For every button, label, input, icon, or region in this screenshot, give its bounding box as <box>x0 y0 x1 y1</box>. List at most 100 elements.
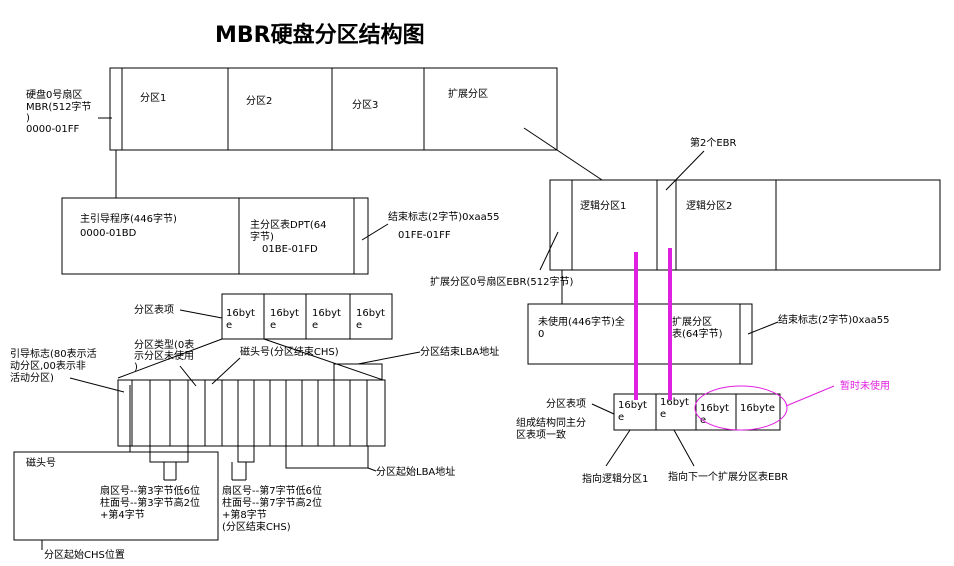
entry-expand-line-left <box>117 338 223 379</box>
svg-text:e: e <box>356 320 362 331</box>
ext-ebr-connector <box>539 231 559 271</box>
end-chs-detail: 扇区号--第7字节低6位 柱面号--第7字节高2位 +第8字节 (分区结束CHS… <box>222 484 322 533</box>
extended-partition-label: 扩展分区 <box>448 87 488 100</box>
svg-text:未使用(446字节)全: 未使用(446字节)全 <box>538 315 625 328</box>
start-lba-bracket <box>285 446 377 472</box>
logical-partition-2-label: 逻辑分区2 <box>686 199 732 212</box>
start-chs-bracket <box>149 446 189 481</box>
ebr-table-label-connector <box>591 403 615 415</box>
ebr-entry-1: 16byt e <box>618 400 647 423</box>
svg-text:16byt: 16byt <box>700 403 729 414</box>
extended-partition-connector <box>523 127 603 181</box>
svg-text:区表项一致: 区表项一致 <box>516 428 566 441</box>
unused-note: 暂时未使用 <box>840 379 890 392</box>
svg-text:扇区号--第7字节低6位: 扇区号--第7字节低6位 <box>222 484 322 497</box>
svg-text:分区类型(0表: 分区类型(0表 <box>134 338 194 351</box>
svg-text:16byt: 16byt <box>660 397 689 408</box>
entry-3: 16byt e <box>312 308 341 331</box>
svg-text:0: 0 <box>538 329 544 340</box>
start-chs-box <box>13 451 219 541</box>
boot-code-label: 主引导程序(446字节) 0000-01BD <box>80 212 177 239</box>
svg-text:(分区结束CHS): (分区结束CHS) <box>222 520 291 533</box>
ebr-entry-2: 16byt e <box>660 397 689 420</box>
svg-text:主分区表DPT(64: 主分区表DPT(64 <box>250 218 326 231</box>
svg-text:扩展分区: 扩展分区 <box>672 315 712 328</box>
svg-text:e: e <box>312 320 318 331</box>
boot-flag-label: 引导标志(80表示活 动分区,00表示非 活动分区) <box>10 347 97 384</box>
mbr-sector-label: 硬盘0号扇区 MBR(512字节 ) 0000-01FF <box>26 88 91 135</box>
svg-text:引导标志(80表示活: 引导标志(80表示活 <box>10 347 97 360</box>
pointer-logical-1-label: 指向逻辑分区1 <box>582 472 648 485</box>
end-chs-bracket <box>231 446 255 481</box>
ebr-table-label-text: 分区表项 <box>546 397 586 410</box>
svg-text:0000-01BD: 0000-01BD <box>80 228 137 239</box>
svg-text:+第8字节: +第8字节 <box>222 508 267 521</box>
svg-text:结束标志(2字节)0xaa55: 结束标志(2字节)0xaa55 <box>388 210 499 223</box>
pointer-next-ebr-label: 指向下一个扩展分区表EBR <box>668 470 788 483</box>
svg-text:+第4字节: +第4字节 <box>100 508 145 521</box>
second-ebr-label: 第2个EBR <box>690 136 737 149</box>
ebr-table-label: 扩展分区 表(64字节) <box>672 315 723 340</box>
entry-byte-strip <box>117 379 386 447</box>
extended-disk-bar <box>549 179 941 271</box>
entry-2: 16byt e <box>270 308 299 331</box>
table-label-connector <box>179 309 223 319</box>
svg-text:0000-01FF: 0000-01FF <box>26 124 80 135</box>
second-ebr-connector <box>665 150 705 191</box>
svg-text:扇区号--第3字节低6位: 扇区号--第3字节低6位 <box>100 484 200 497</box>
partition-3-label: 分区3 <box>352 99 378 111</box>
ext-ebr-label: 扩展分区0号扇区EBR(512字节) <box>430 275 573 288</box>
svg-text:e: e <box>660 409 666 420</box>
end-signature-2-label: 结束标志(2字节)0xaa55 <box>778 313 889 326</box>
end-head-connector <box>211 357 241 385</box>
start-chs-detail: 扇区号--第3字节低6位 柱面号--第3字节高2位 +第4字节 <box>100 484 200 521</box>
svg-text:01FE-01FF: 01FE-01FF <box>398 230 451 241</box>
svg-text:): ) <box>26 113 30 124</box>
svg-text:表(64字节): 表(64字节) <box>672 327 723 340</box>
partition-2-label: 分区2 <box>246 95 272 107</box>
start-chs-caption: 分区起始CHS位置 <box>44 548 125 561</box>
svg-text:字节): 字节) <box>250 230 274 243</box>
ebr-table-entries <box>613 393 781 431</box>
svg-text:01BE-01FD: 01BE-01FD <box>262 244 318 255</box>
svg-text:16byt: 16byt <box>356 308 385 319</box>
end-signature-connector <box>361 223 389 241</box>
end-lba-bracket <box>333 351 421 380</box>
pointer-2-connector <box>673 429 695 467</box>
svg-text:e: e <box>226 320 232 331</box>
svg-text:组成结构同主分: 组成结构同主分 <box>516 416 586 429</box>
svg-text:e: e <box>618 412 624 423</box>
svg-text:): ) <box>134 362 138 373</box>
svg-text:柱面号--第3字节高2位: 柱面号--第3字节高2位 <box>100 496 200 509</box>
entry-1: 16byt e <box>226 308 255 331</box>
ebr-entry-4: 16byte <box>740 403 775 414</box>
svg-text:示分区未使用: 示分区未使用 <box>134 349 194 362</box>
svg-text:活动分区): 活动分区) <box>10 372 54 384</box>
partition-type-label: 分区类型(0表 示分区未使用 ) <box>134 338 194 373</box>
partition-table-label: 分区表项 <box>134 303 174 316</box>
svg-text:e: e <box>270 320 276 331</box>
dpt-label: 主分区表DPT(64 字节) 01BE-01FD <box>250 218 326 255</box>
ebr-table-note: 组成结构同主分 区表项一致 <box>516 416 586 441</box>
svg-text:16byt: 16byt <box>226 308 255 319</box>
entry-expand-line-right <box>263 338 384 381</box>
svg-text:16byt: 16byt <box>618 400 647 411</box>
svg-text:16byt: 16byt <box>312 308 341 319</box>
ebr-unused-label: 未使用(446字节)全 0 <box>538 315 625 340</box>
end-signature-2-connector <box>747 321 779 335</box>
end-head-label: 磁头号(分区结束CHS) <box>240 345 339 358</box>
svg-text:16byt: 16byt <box>270 308 299 319</box>
svg-text:动分区,00表示非: 动分区,00表示非 <box>10 359 86 372</box>
svg-text:硬盘0号扇区: 硬盘0号扇区 <box>26 88 82 101</box>
partition-table-entries <box>221 293 393 340</box>
end-lba-label: 分区结束LBA地址 <box>420 345 499 358</box>
logical-partition-1-label: 逻辑分区1 <box>580 199 626 212</box>
start-head-label: 磁头号 <box>26 456 56 469</box>
pointer-1-connector <box>605 429 631 467</box>
entry-4: 16byt e <box>356 308 385 331</box>
svg-text:MBR(512字节: MBR(512字节 <box>26 100 91 113</box>
start-lba-label: 分区起始LBA地址 <box>376 465 455 478</box>
unused-entries-highlight <box>694 385 788 431</box>
unused-note-connector <box>785 385 835 407</box>
boot-flag-connector <box>69 377 125 393</box>
